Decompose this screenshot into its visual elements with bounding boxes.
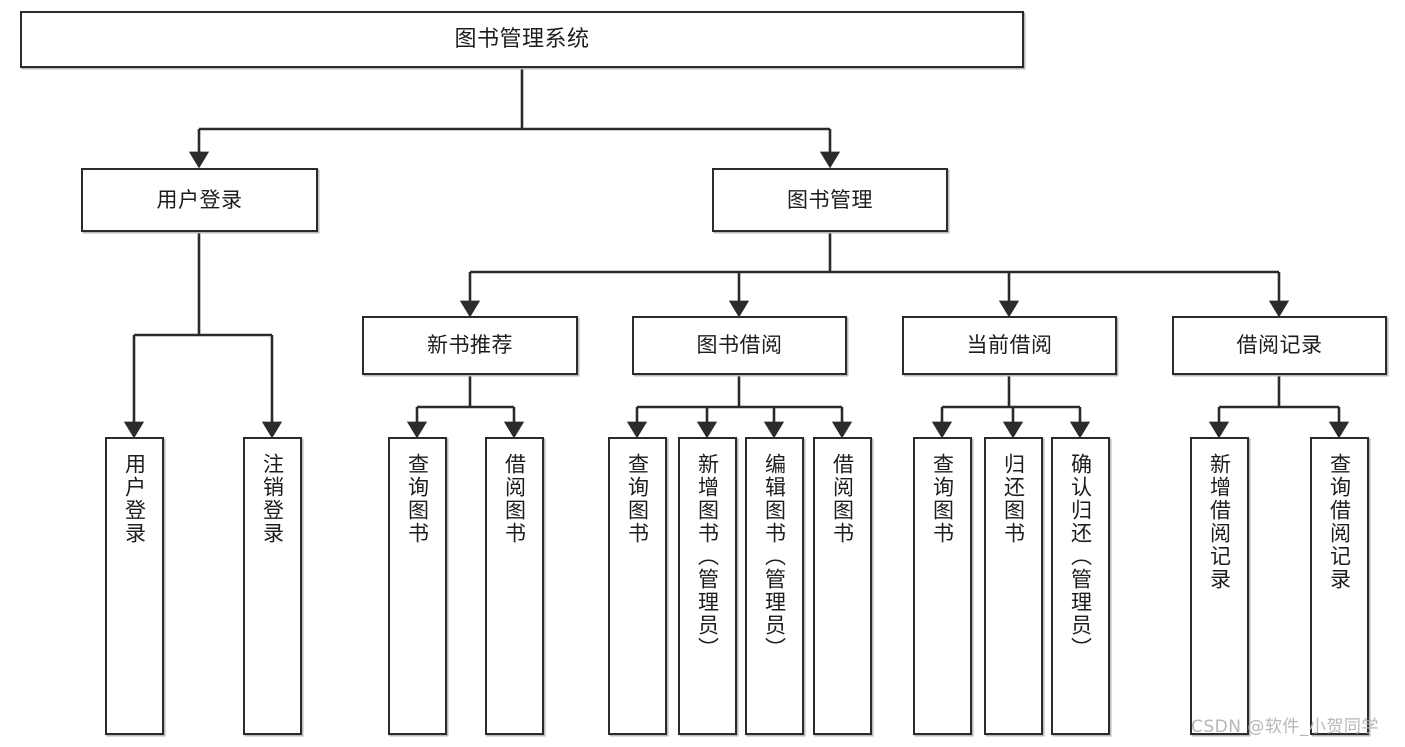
leaf-query-book-3[interactable]: 查询图书 [913,437,972,735]
leaf-query-book-1-label: 查询图书 [405,453,430,545]
node-book-borrow[interactable]: 图书借阅 [632,316,847,375]
leaf-return-book-label: 归还图书 [1001,453,1026,545]
leaf-query-record-label: 查询借阅记录 [1327,453,1352,591]
leaf-add-book[interactable]: 新增图书（管理员） [678,437,737,735]
leaf-logout-label: 注销登录 [260,453,285,545]
leaf-query-book-2-label: 查询图书 [625,453,650,545]
leaf-add-record[interactable]: 新增借阅记录 [1190,437,1249,735]
node-book-borrow-label: 图书借阅 [696,333,783,358]
node-root[interactable]: 图书管理系统 [20,11,1024,68]
leaf-user-login-label: 用户登录 [122,453,147,545]
leaf-confirm-return-label: 确认归还（管理员） [1068,453,1093,660]
node-current-borrow[interactable]: 当前借阅 [902,316,1117,375]
node-book-manage[interactable]: 图书管理 [712,168,948,232]
leaf-query-record[interactable]: 查询借阅记录 [1310,437,1369,735]
leaf-add-book-label: 新增图书（管理员） [695,453,720,660]
leaf-edit-book-label: 编辑图书（管理员） [762,453,787,660]
leaf-borrow-book-1-label: 借阅图书 [502,453,527,545]
leaf-return-book[interactable]: 归还图书 [984,437,1043,735]
leaf-borrow-book-2-label: 借阅图书 [830,453,855,545]
node-user-login[interactable]: 用户登录 [81,168,318,232]
leaf-edit-book[interactable]: 编辑图书（管理员） [745,437,804,735]
node-borrow-record-label: 借阅记录 [1236,333,1323,358]
node-book-manage-label: 图书管理 [787,187,873,212]
leaf-borrow-book-2[interactable]: 借阅图书 [813,437,872,735]
node-new-book-rec[interactable]: 新书推荐 [362,316,578,375]
leaf-add-record-label: 新增借阅记录 [1207,453,1232,591]
leaf-query-book-1[interactable]: 查询图书 [388,437,447,735]
leaf-borrow-book-1[interactable]: 借阅图书 [485,437,544,735]
node-root-label: 图书管理系统 [454,26,590,52]
leaf-user-login[interactable]: 用户登录 [105,437,164,735]
node-current-borrow-label: 当前借阅 [966,333,1053,358]
node-new-book-rec-label: 新书推荐 [427,333,513,358]
leaf-confirm-return[interactable]: 确认归还（管理员） [1051,437,1110,735]
leaf-logout[interactable]: 注销登录 [243,437,302,735]
node-user-login-label: 用户登录 [156,187,243,212]
node-borrow-record[interactable]: 借阅记录 [1172,316,1387,375]
leaf-query-book-2[interactable]: 查询图书 [608,437,667,735]
leaf-query-book-3-label: 查询图书 [930,453,955,545]
watermark: CSDN @软件_小贺同学 [1191,717,1379,737]
